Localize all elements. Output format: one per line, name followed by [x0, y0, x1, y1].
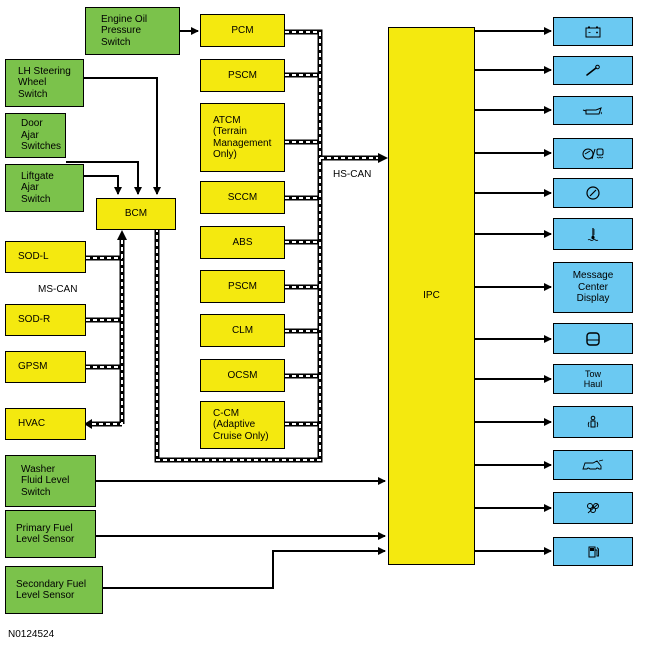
hvac-label: HVAC	[18, 418, 46, 430]
door-ajar-switches-label: Door Ajar Switches	[21, 118, 62, 153]
ipc-label: IPC	[423, 290, 440, 302]
lh-steering-wheel-switch: LH Steering Wheel Switch	[5, 59, 84, 107]
hs-can-bus	[154, 29, 388, 463]
ocsm-label: OCSM	[227, 369, 258, 381]
speed-control-icon	[586, 186, 600, 200]
pscm-module-2: PSCM	[200, 270, 285, 303]
sod-l-label: SOD-L	[18, 251, 49, 263]
ipc-module: IPC	[388, 27, 475, 565]
hs-can-label: HS-CAN	[333, 169, 372, 180]
liftgate-ajar-switch-label: Liftgate Ajar Switch	[21, 170, 54, 205]
hvac-module: HVAC	[5, 408, 86, 440]
c-cm-module: C-CM (Adaptive Cruise Only)	[200, 401, 285, 449]
tow-haul-label: Tow Haul	[583, 368, 603, 389]
tow-haul-indicator: Tow Haul	[553, 364, 633, 394]
ms-can-label: MS-CAN	[38, 284, 78, 295]
ms-can-bus	[84, 230, 127, 429]
pscm-module-1: PSCM	[200, 59, 285, 92]
lh-steering-wheel-switch-label: LH Steering Wheel Switch	[18, 65, 71, 100]
pcm-module: PCM	[200, 14, 285, 47]
atcm-label: ATCM (Terrain Management Only)	[213, 114, 272, 161]
sccm-module: SCCM	[200, 181, 285, 214]
abs-label: ABS	[232, 236, 253, 248]
engine-oil-pressure-switch: Engine Oil Pressure Switch	[85, 7, 180, 55]
oil-can-icon	[582, 106, 602, 114]
engine-oil-pressure-switch-label: Engine Oil Pressure Switch	[101, 13, 148, 48]
airbag-indicator	[553, 406, 633, 438]
door-ajar-switches: Door Ajar Switches	[5, 113, 66, 158]
sod-r-module: SOD-R	[5, 304, 86, 336]
fuel-pump-icon	[588, 546, 599, 557]
secondary-fuel-level-sensor: Secondary Fuel Level Sensor	[5, 566, 103, 614]
clm-label: CLM	[231, 324, 254, 336]
abs-module: ABS	[200, 226, 285, 259]
ocsm-module: OCSM	[200, 359, 285, 392]
secondary-fuel-level-sensor-label: Secondary Fuel Level Sensor	[16, 578, 87, 602]
atcm-module: ATCM (Terrain Management Only)	[200, 103, 285, 172]
abs-traction-icon	[582, 148, 604, 159]
pscm-2-label: PSCM	[228, 280, 257, 292]
abs-traction-indicator	[553, 138, 633, 169]
primary-fuel-level-sensor: Primary Fuel Level Sensor	[5, 510, 96, 558]
sod-r-label: SOD-R	[18, 314, 51, 326]
speed-control-indicator	[553, 178, 633, 208]
coolant-temperature-indicator	[553, 218, 633, 250]
battery-icon	[585, 26, 601, 37]
pscm-1-label: PSCM	[228, 69, 257, 81]
battery-warning-indicator	[553, 17, 633, 46]
liftgate-ajar-switch: Liftgate Ajar Switch	[5, 164, 84, 212]
seatbelt-indicator	[553, 492, 633, 524]
figure-id: N0124524	[8, 629, 55, 640]
washer-fluid-level-switch: Washer Fluid Level Switch	[5, 455, 96, 507]
liftgate-ajar-icon	[582, 459, 604, 470]
sccm-label: SCCM	[227, 191, 258, 203]
bcm-module: BCM	[96, 198, 176, 230]
seatbelt-icon	[587, 503, 599, 514]
washer-fluid-level-switch-label: Washer Fluid Level Switch	[21, 463, 70, 498]
ipc-outputs	[475, 27, 552, 555]
service-wrench-indicator	[553, 56, 633, 85]
four-wheel-drive-icon	[586, 331, 600, 346]
primary-fuel-level-sensor-label: Primary Fuel Level Sensor	[16, 522, 75, 546]
gpsm-module: GPSM	[5, 351, 86, 383]
liftgate-ajar-indicator	[553, 450, 633, 480]
hardwired-inputs	[66, 27, 386, 589]
four-wheel-drive-indicator	[553, 323, 633, 354]
sod-l-module: SOD-L	[5, 241, 86, 273]
oil-pressure-indicator	[553, 96, 633, 125]
bcm-label: BCM	[124, 208, 148, 220]
message-center-display: Message Center Display	[553, 262, 633, 313]
gpsm-label: GPSM	[18, 361, 48, 373]
airbag-icon	[587, 415, 599, 428]
c-cm-label: C-CM (Adaptive Cruise Only)	[213, 407, 269, 442]
clm-module: CLM	[200, 314, 285, 347]
pcm-label: PCM	[231, 24, 254, 36]
low-fuel-indicator	[553, 537, 633, 566]
message-center-label: Message Center Display	[572, 270, 614, 305]
wrench-icon	[586, 64, 600, 76]
coolant-temp-icon	[587, 228, 599, 241]
